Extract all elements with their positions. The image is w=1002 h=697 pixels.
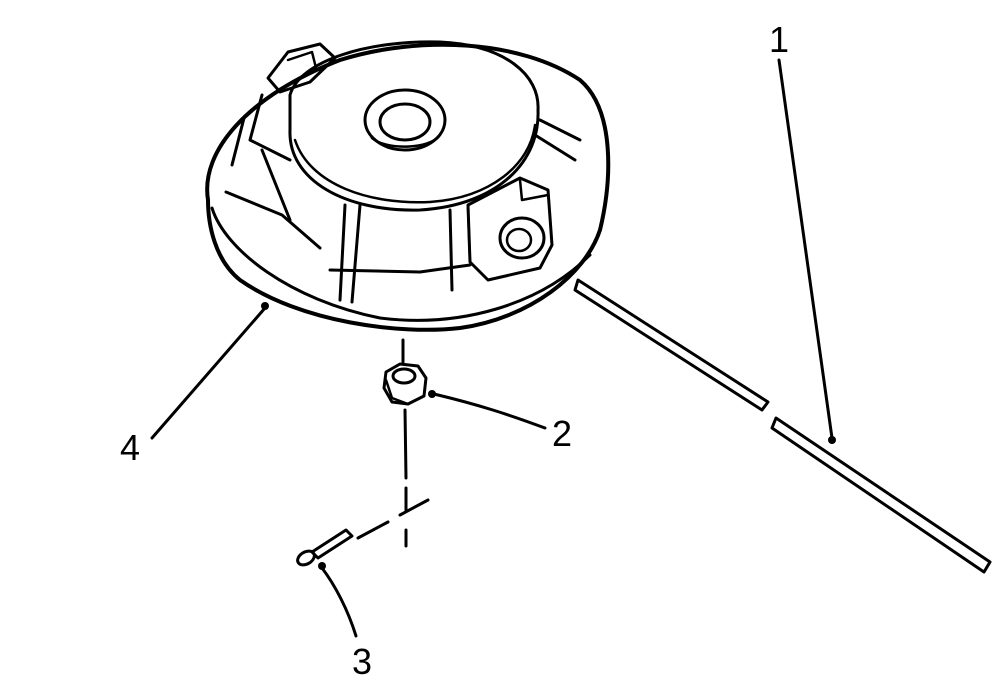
callout-4: 4 (120, 427, 140, 468)
callout-1: 1 (769, 19, 789, 60)
leader-lines (150, 58, 836, 638)
spool-housing (205, 40, 611, 332)
cotter-pin (296, 498, 430, 567)
callout-3: 3 (352, 641, 372, 682)
callout-2: 2 (552, 413, 572, 454)
nut (382, 338, 428, 548)
trimmer-line (573, 278, 992, 574)
